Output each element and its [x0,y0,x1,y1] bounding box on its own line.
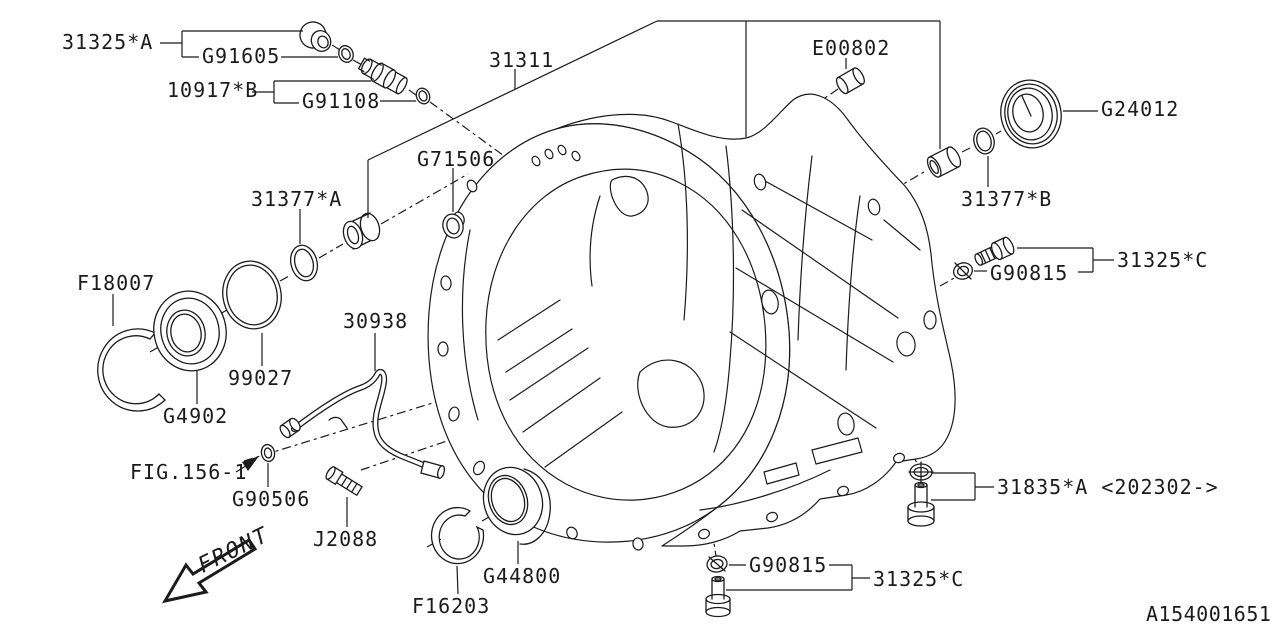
parts [97,21,1062,618]
bolt-31325c-bottom-drawing [705,575,731,618]
transmission-case-drawing [427,93,956,551]
bolt-31325c-top-drawing [974,236,1015,266]
ring-g90506-drawing [260,443,276,463]
pin-e00802-drawing [835,67,865,95]
part-label-30938: 30938 [343,309,409,333]
part-label-f18007: F18007 [77,271,156,295]
part-label-g4902: G4902 [163,404,229,428]
part-label-e00802: E00802 [812,36,891,60]
part-label-31325-c-bottom: 31325*C [873,567,965,591]
document-code: A154001651 [1146,602,1272,626]
bolt-31835-drawing [907,481,935,527]
part-label-g90506: G90506 [232,487,311,511]
part-label-31325-c-top: 31325*C [1117,248,1209,272]
part-label-31325-a: 31325*A [62,30,154,54]
part-label-g44800: G44800 [483,564,562,588]
washer-g90815-bottom-drawing [706,555,728,573]
bolt-j2088-drawing [325,466,363,496]
figure-reference: FIG.156-1 [130,460,248,484]
plug-31325a-drawing [299,21,332,52]
washer-31835-drawing [908,461,934,483]
part-label-g90815-top: G90815 [990,261,1069,285]
part-label-g91108: G91108 [302,89,381,113]
washer-g90815-top-drawing [952,262,974,280]
harness-30938-drawing [279,368,446,479]
oil-seal-g24012-drawing [1000,79,1062,149]
seal-ring-31377a-drawing [289,244,319,282]
grommet-g71506-drawing [442,213,464,239]
part-label-g71506: G71506 [417,147,496,171]
sensor-10917b-drawing [357,57,408,95]
part-label-31377-b: 31377*B [961,187,1053,211]
snap-ring-f16203-drawing [430,506,485,565]
part-label-10917-b: 10917*B [167,78,259,102]
part-label-g91605: G91605 [202,44,281,68]
part-label-f16203: F16203 [412,594,491,618]
seal-ring-31377b-drawing [973,127,995,155]
bushing-31377b-drawing [926,146,962,178]
bushing-31377a-drawing [342,212,381,250]
gasket-g91108-drawing [415,87,431,105]
o-ring-99027-drawing [222,260,282,330]
front-arrow [161,537,258,604]
snap-ring-f18007-drawing [97,328,166,412]
part-label-31377-a: 31377*A [251,187,343,211]
part-label-99027: 99027 [228,366,294,390]
bearing-g44800-drawing [482,466,551,545]
part-label-31835-a: 31835*A <202302-> [997,475,1219,499]
part-label-j2088: J2088 [313,527,379,551]
bearing-g4902-drawing [153,290,227,372]
gasket-g91605-drawing [338,45,354,63]
part-label-g24012: G24012 [1101,97,1180,121]
part-label-g90815-bottom: G90815 [749,553,828,577]
figure-ref-arrowhead [242,456,259,471]
leader-lines [112,20,1114,595]
part-label-31311: 31311 [489,48,555,72]
